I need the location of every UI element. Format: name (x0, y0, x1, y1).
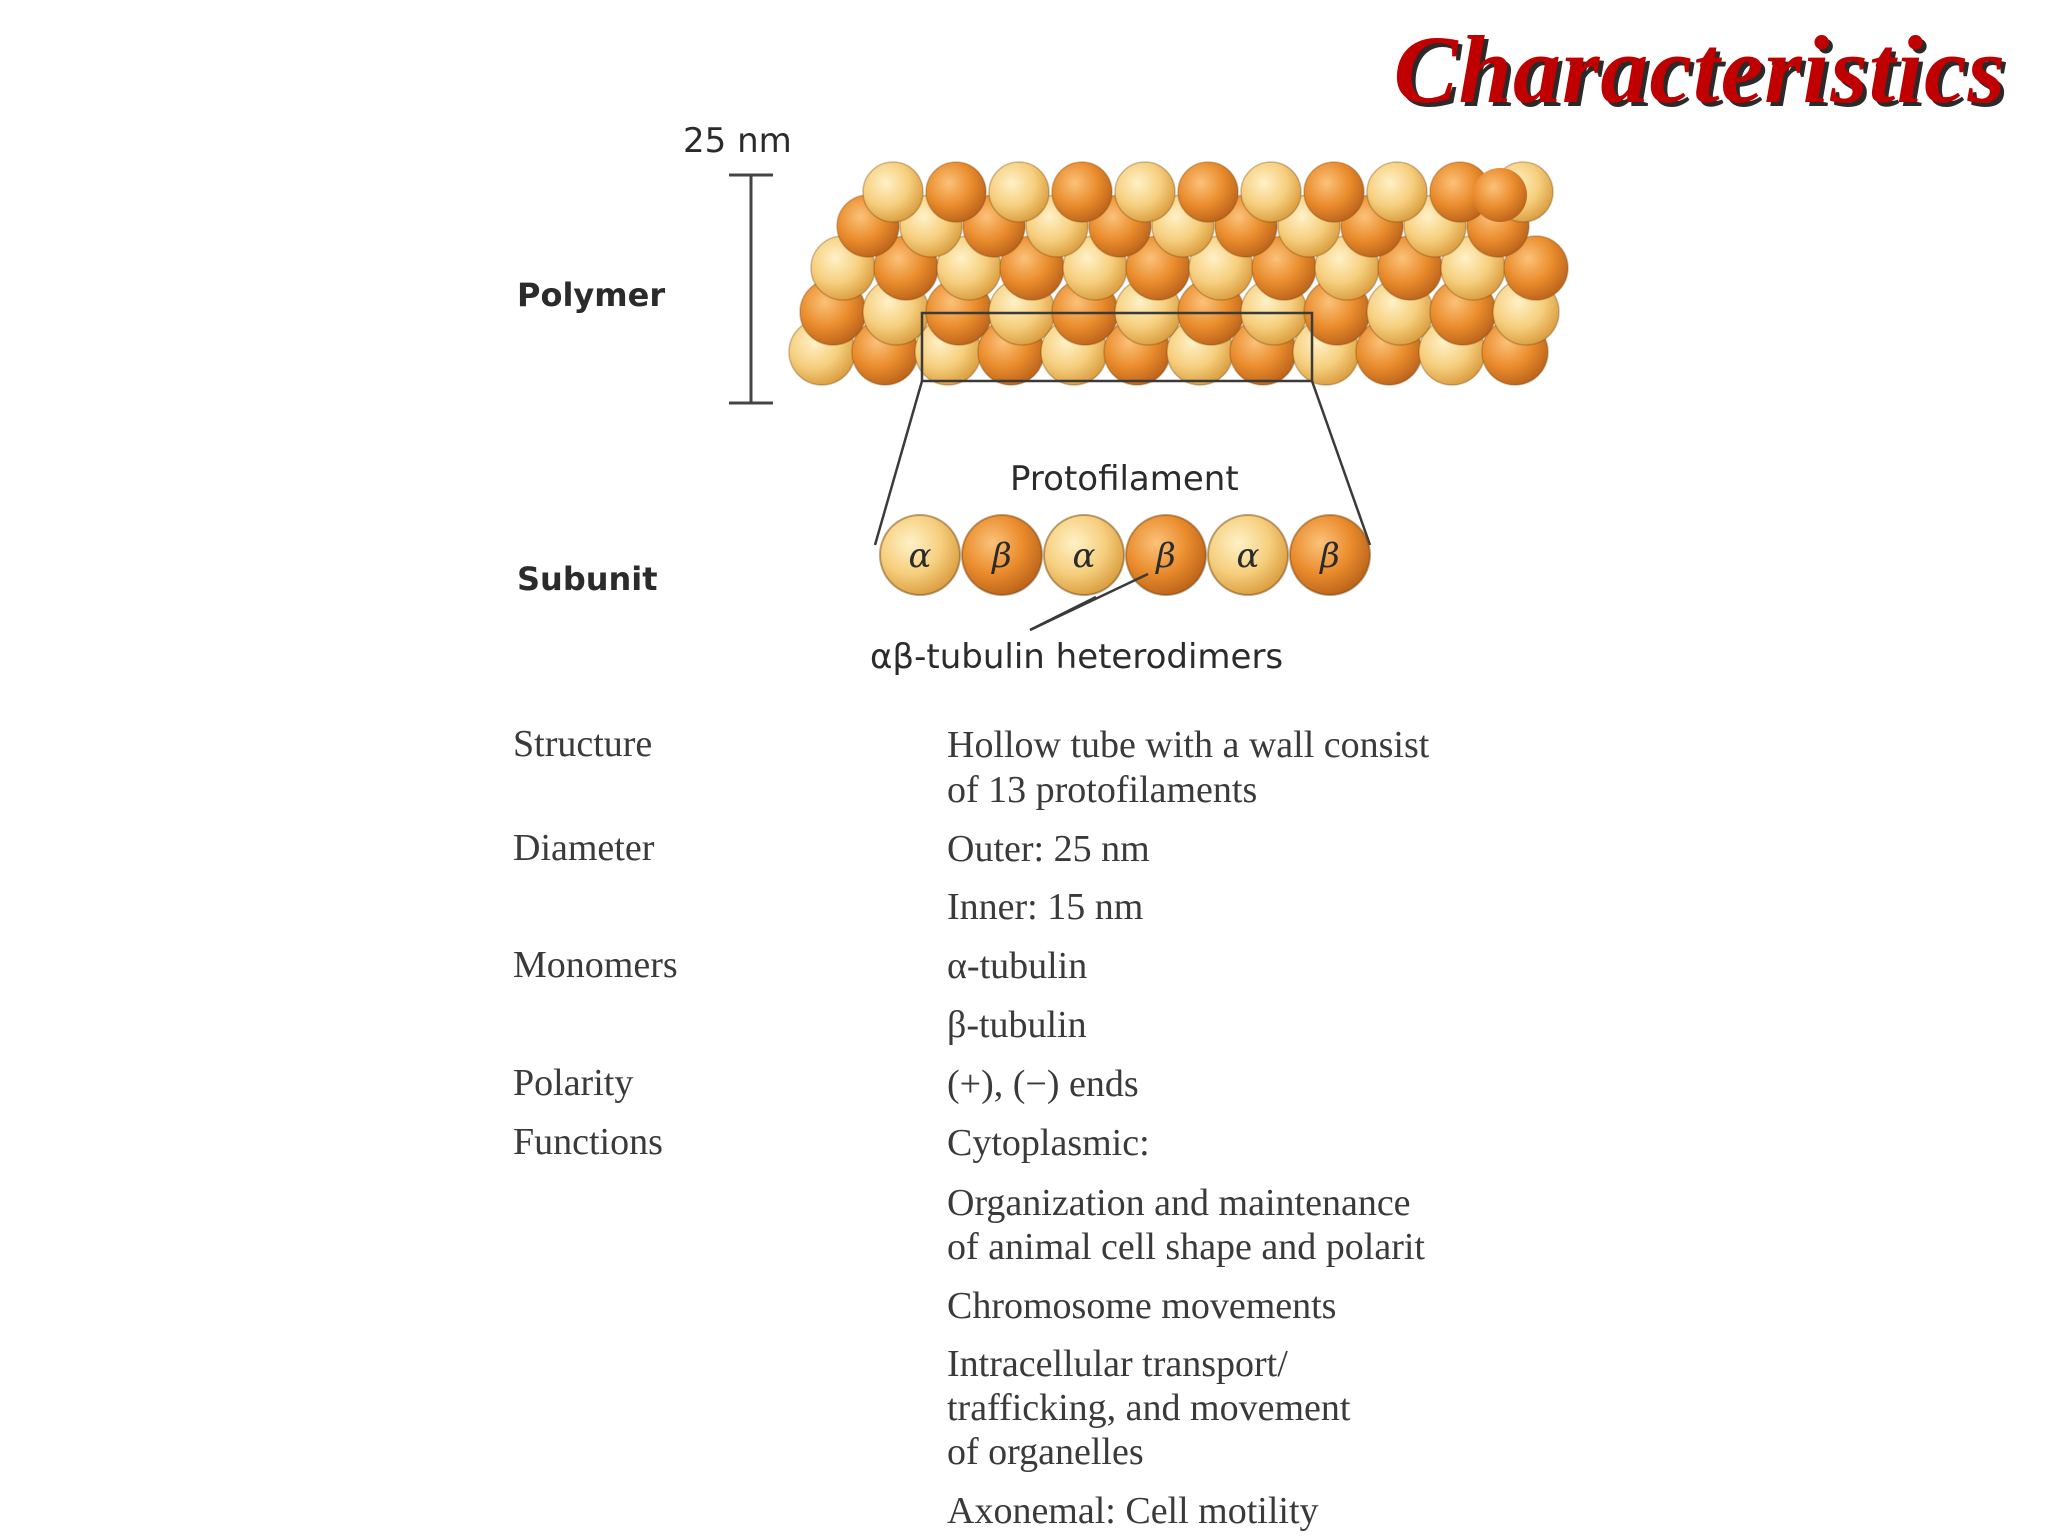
heterodimer-label: αβ-tubulin heterodimers (870, 637, 1283, 677)
beta-tubulin-sphere (926, 162, 986, 222)
subunit-label: Subunit (517, 560, 658, 598)
row-value-func-transport-line1: Intracellular transport/ (947, 1341, 1288, 1387)
beta-tubulin-sphere (1178, 162, 1238, 222)
row-value-structure-line1: Hollow tube with a wall consist (947, 722, 1429, 768)
row-value-func-axonemal: Axonemal: Cell motility (947, 1488, 1319, 1534)
row-label-diameter: Diameter (513, 826, 654, 870)
alpha-tubulin-sphere (863, 162, 923, 222)
scale-label: 25 nm (683, 121, 792, 161)
row-value-polarity: (+), (−) ends (947, 1061, 1139, 1107)
beta-tubulin-sphere (1304, 162, 1364, 222)
polymer-label: Polymer (517, 276, 665, 314)
alpha-tubulin-sphere (1367, 162, 1427, 222)
subunit-letter: β (1318, 536, 1340, 576)
row-label-functions: Functions (513, 1120, 663, 1164)
row-value-diameter-inner: Inner: 15 nm (947, 884, 1143, 930)
row-label-polarity: Polarity (513, 1061, 633, 1105)
row-value-diameter-outer: Outer: 25 nm (947, 826, 1150, 872)
subunit-letter: α (909, 536, 932, 576)
row-value-func-cytoplasmic: Cytoplasmic: (947, 1120, 1150, 1166)
row-value-func-chromosome: Chromosome movements (947, 1283, 1336, 1329)
subunit-letter: β (990, 536, 1012, 576)
row-value-monomer-alpha: α-tubulin (947, 943, 1087, 989)
row-label-monomers: Monomers (513, 943, 678, 987)
row-value-func-organization-line2: of animal cell shape and polarit (947, 1224, 1425, 1270)
alpha-tubulin-sphere (989, 162, 1049, 222)
alpha-tubulin-sphere (1115, 162, 1175, 222)
beta-tubulin-sphere (1052, 162, 1112, 222)
alpha-tubulin-sphere (1241, 162, 1301, 222)
row-value-func-transport-line3: of organelles (947, 1429, 1144, 1475)
row-value-func-organization-line1: Organization and maintenance (947, 1180, 1411, 1226)
beta-tubulin-sphere (1473, 168, 1527, 222)
microtubule-polymer (789, 162, 1568, 385)
row-value-monomer-beta: β-tubulin (947, 1002, 1087, 1048)
row-value-structure-line2: of 13 protofilaments (947, 767, 1257, 813)
subunit-letter: α (1237, 536, 1260, 576)
subunit-letter: β (1154, 536, 1176, 576)
row-label-structure: Structure (513, 722, 652, 766)
protofilament-label: Protofilament (1010, 459, 1239, 499)
subunit-letter: α (1073, 536, 1096, 576)
row-value-func-transport-line2: trafficking, and movement (947, 1385, 1350, 1431)
